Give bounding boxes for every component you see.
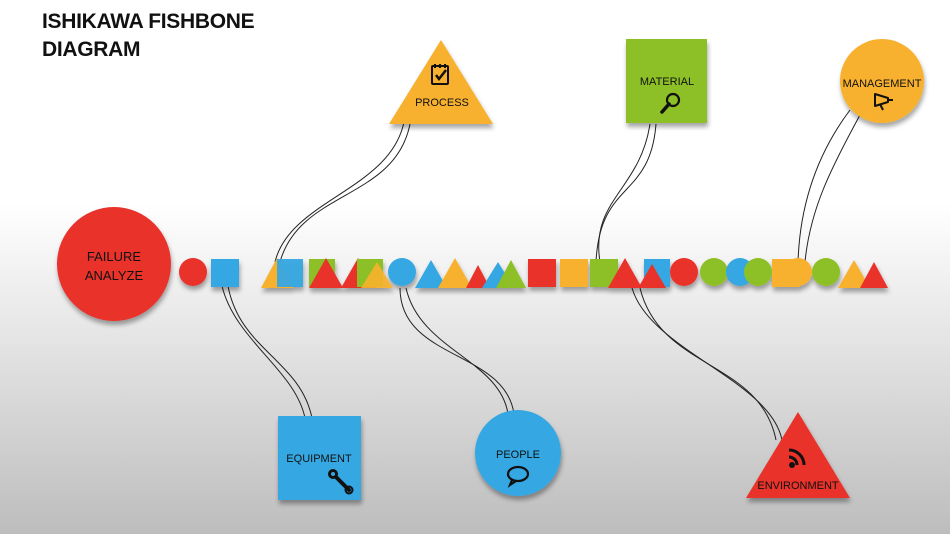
spine-shape (179, 258, 207, 286)
spine-shape (744, 258, 772, 286)
process-triangle (389, 40, 493, 124)
speech-bubble-icon (506, 465, 530, 488)
category-management: MANAGEMENT (840, 39, 924, 123)
failure-analyze-head: FAILURE ANALYZE (57, 207, 171, 321)
spine-shape (496, 260, 526, 288)
spine-shape (560, 259, 588, 287)
wrench-icon (328, 469, 354, 495)
spine-shape (438, 258, 472, 288)
head-label-line2: ANALYZE (85, 268, 144, 283)
category-process: PROCESS (389, 40, 493, 124)
material-label: MATERIAL (640, 76, 694, 88)
megaphone-icon (874, 93, 893, 111)
checklist-icon (431, 64, 449, 85)
category-material: MATERIAL (626, 39, 707, 123)
diagram-title-line2: DIAGRAM (42, 38, 141, 61)
magnifier-icon (660, 92, 681, 114)
spine-shape (361, 262, 393, 288)
spine-shape (415, 260, 447, 288)
environment-label: ENVIRONMENT (757, 480, 839, 492)
diagram-title-line1: ISHIKAWA FISHBONE (42, 10, 255, 33)
diagram-title: ISHIKAWA FISHBONE DIAGRAM (42, 8, 255, 64)
environment-triangle (746, 412, 850, 498)
spine-shape (388, 258, 416, 286)
spine-shape (309, 258, 343, 288)
people-circle (475, 410, 561, 496)
category-people: PEOPLE (475, 410, 561, 496)
fishbone-spine (179, 258, 888, 288)
spine-shape (466, 265, 490, 288)
spine-shape (784, 258, 812, 286)
equipment-label: EQUIPMENT (286, 453, 352, 465)
spine-shape (638, 264, 666, 288)
category-equipment: EQUIPMENT (278, 416, 361, 500)
spine-shape (860, 262, 888, 288)
spine-shape (211, 259, 239, 287)
connector-lines (221, 109, 861, 441)
spine-shape (277, 259, 303, 287)
spine-shape (812, 258, 840, 286)
process-label: PROCESS (415, 97, 469, 109)
spine-shape (670, 258, 698, 286)
category-environment: ENVIRONMENT (746, 412, 850, 498)
people-label: PEOPLE (496, 449, 540, 461)
head-circle (57, 207, 171, 321)
spine-shape (700, 258, 728, 286)
head-label-line1: FAILURE (87, 249, 142, 264)
rss-icon (788, 448, 806, 468)
spine-shape (528, 259, 556, 287)
spine-shape (838, 260, 870, 288)
management-circle (840, 39, 924, 123)
spine-shape (608, 258, 642, 288)
management-label: MANAGEMENT (843, 78, 922, 90)
